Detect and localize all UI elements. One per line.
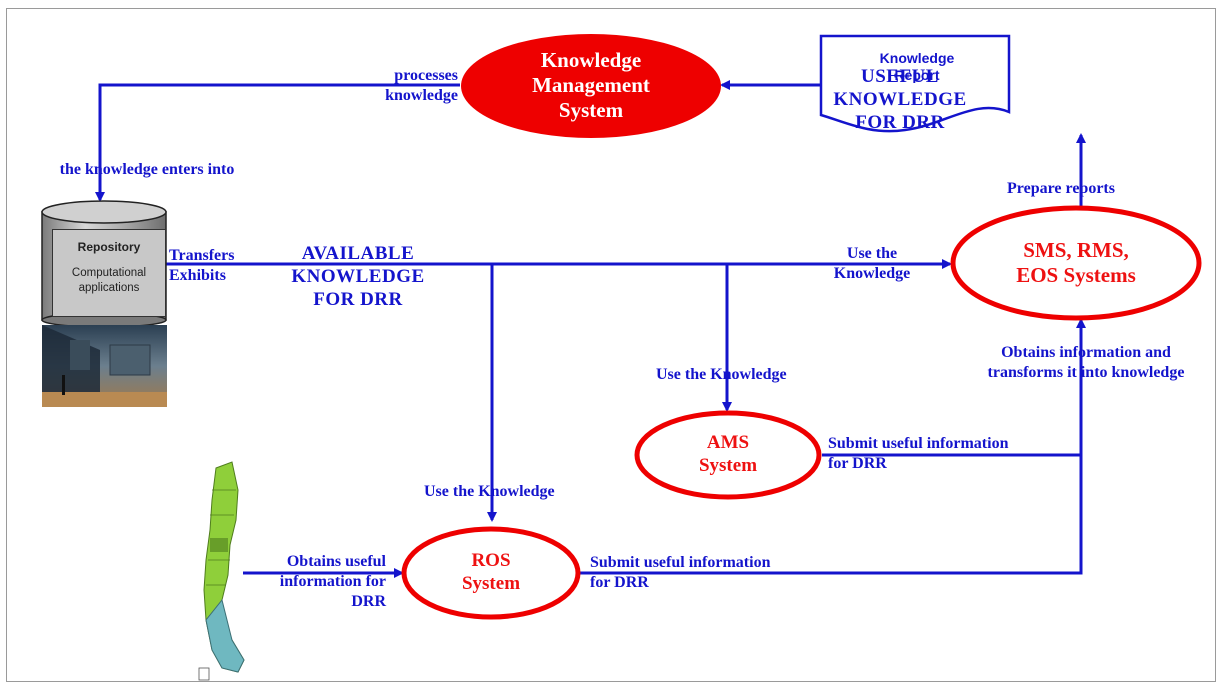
label-transfers-exhibits: Transfers Exhibits (169, 247, 235, 284)
kms-node-label: Knowledge Management System (532, 48, 650, 123)
label-enters-into: the knowledge enters into (59, 161, 235, 178)
arrow-kms-to-repository (95, 83, 460, 202)
ams-node-shape (634, 410, 822, 500)
arrow-ros-to-sms (578, 318, 1086, 575)
label-processes-knowledge: processes knowledge (385, 67, 458, 104)
ros-node-shape (401, 526, 581, 620)
arrows-group (95, 80, 1086, 578)
label-obtains-useful: Obtains useful information for DRR (279, 553, 386, 610)
repository-box: Repository Computational applications (52, 229, 166, 317)
repository-subtitle: Computational applications (71, 267, 147, 294)
label-obtains-transforms: Obtains information and transforms it in… (987, 344, 1185, 381)
label-submit-ros: Submit useful information for DRR (590, 554, 771, 591)
ros-node-label: ROS System (461, 550, 521, 594)
report-node-label: Knowledge Report (879, 50, 955, 83)
kms-node-shape (461, 34, 721, 138)
chile-map (198, 461, 245, 681)
label-use-knowledge-ros: Use the Knowledge (424, 483, 555, 500)
label-prepare-reports: Prepare reports (1007, 180, 1115, 197)
ams-node-label: AMS System (698, 432, 758, 476)
label-available-knowledge: AVAILABLE KNOWLEDGE FOR DRR (291, 243, 425, 311)
sms-node-label: SMS, RMS, EOS Systems (1016, 238, 1136, 288)
label-use-knowledge-sms: Use the Knowledge (833, 245, 911, 282)
sms-node-shape (950, 205, 1202, 321)
label-useful-knowledge: USEFUL KNOWLEDGE FOR DRR (833, 66, 967, 133)
report-node-shape (819, 34, 1011, 133)
museum-photo (42, 325, 167, 407)
label-use-knowledge-ams: Use the Knowledge (656, 366, 787, 383)
label-submit-ams: Submit useful information for DRR (828, 435, 1009, 472)
repository-title: Repository (77, 240, 141, 254)
diagram-frame (6, 8, 1216, 682)
